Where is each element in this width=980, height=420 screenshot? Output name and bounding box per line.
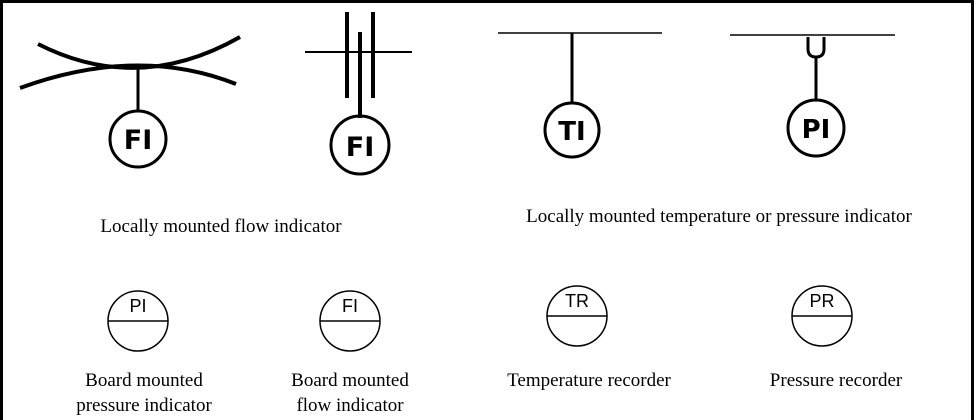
symbol-tag-pi: PI — [802, 115, 831, 145]
local-flow-indicator-venturi: FI — [19, 35, 241, 169]
caption-pressure-recorder: Pressure recorder — [770, 370, 903, 391]
venturi-upper-curve — [37, 35, 241, 70]
caption-local-flow: Locally mounted flow indicator — [100, 216, 342, 237]
caption-board-pressure-line1: Board mounted — [85, 370, 203, 391]
caption-board-flow-line1: Board mounted — [291, 370, 409, 391]
temperature-recorder: TR — [546, 285, 608, 347]
instrument-bubble — [543, 101, 601, 159]
local-temperature-indicator: TI — [498, 32, 662, 159]
caption-board-pressure-line2: pressure indicator — [76, 395, 212, 416]
local-flow-indicator-plate: FI — [305, 12, 412, 176]
venturi-lower-curve — [19, 63, 237, 90]
board-flow-indicator: FI — [319, 290, 381, 352]
local-pressure-indicator: PI — [730, 34, 895, 158]
symbol-tag-fi: FI — [342, 296, 358, 316]
symbol-tag-fi: FI — [124, 125, 153, 156]
symbol-tag-pi: PI — [129, 296, 146, 316]
siphon-loop — [806, 37, 826, 59]
symbol-tag-ti: TI — [558, 117, 585, 147]
pressure-recorder: PR — [791, 285, 853, 347]
instrument-bubble — [786, 98, 846, 158]
caption-local-temp-pressure: Locally mounted temperature or pressure … — [526, 206, 912, 227]
board-pressure-indicator: PI — [107, 290, 169, 352]
instrument-bubble — [108, 109, 168, 169]
caption-board-flow-line2: flow indicator — [296, 395, 404, 416]
symbol-tag-pr: PR — [809, 291, 834, 311]
symbol-tag-fi: FI — [346, 132, 375, 163]
instrument-bubble — [329, 114, 391, 176]
symbol-tag-tr: TR — [565, 291, 589, 311]
caption-temp-recorder: Temperature recorder — [507, 370, 671, 391]
